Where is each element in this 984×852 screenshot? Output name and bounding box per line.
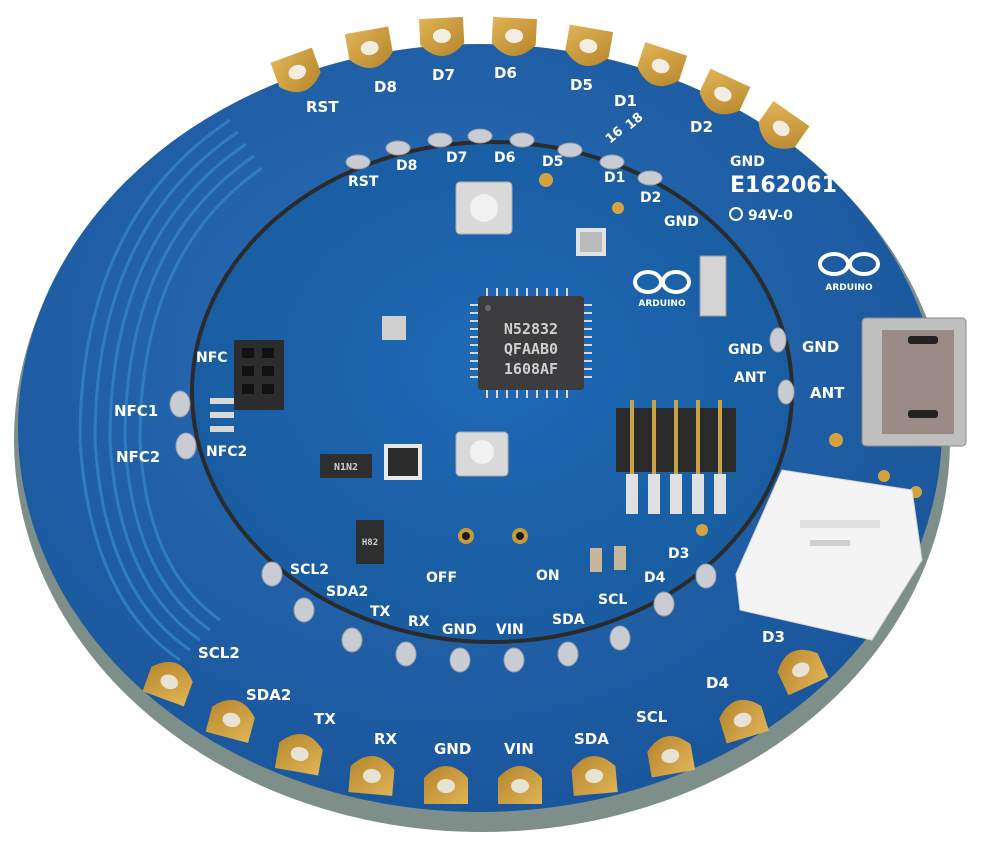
inner-label-ant: ANT xyxy=(734,370,767,386)
label-d5: D5 xyxy=(570,76,593,94)
inner-label-nfc2: NFC2 xyxy=(206,444,247,460)
transistor-marking: N1N2 xyxy=(334,462,358,473)
label-sda: SDA xyxy=(574,730,609,748)
label-d3: D3 xyxy=(762,628,785,646)
label-d7: D7 xyxy=(432,66,455,84)
label-d2: D2 xyxy=(690,118,713,136)
solder-joints xyxy=(169,128,795,673)
cert-code: E162061 xyxy=(730,173,837,198)
ul-mark-icon xyxy=(729,207,743,221)
small-chip: H82 xyxy=(356,520,384,564)
outer-left-labels: NFC1 NFC2 xyxy=(114,402,160,466)
label-sda2: SDA2 xyxy=(246,686,291,704)
chip-line-1: N52832 xyxy=(504,320,558,338)
label-ant-right: ANT xyxy=(810,384,845,402)
small-chip-marking: H82 xyxy=(362,538,378,548)
inner-left-labels: NFC NFC2 xyxy=(196,350,247,460)
label-tx: TX xyxy=(314,710,336,728)
arduino-logo-outer: ARDUINO xyxy=(818,252,880,293)
label-d6: D6 xyxy=(494,64,517,82)
side-component xyxy=(699,255,727,317)
inner-label-gnd: GND xyxy=(664,214,699,230)
main-mcu-chip: N52832 QFAAB0 1608AF xyxy=(470,288,592,398)
micro-usb-port xyxy=(861,317,967,447)
inner-label-off: OFF xyxy=(426,570,457,586)
inner-label-d8: D8 xyxy=(396,158,417,174)
inner-label-d5: D5 xyxy=(542,154,563,170)
label-scl: SCL xyxy=(636,708,668,726)
center-reset-button xyxy=(455,431,509,477)
inner-label-d2: D2 xyxy=(640,190,661,206)
nfc-antenna-traces xyxy=(78,118,263,662)
inner-label-d1: D1 xyxy=(604,170,625,186)
arduino-logo-text: ARDUINO xyxy=(825,283,873,293)
inner-label-vin: VIN xyxy=(496,622,524,638)
battery-connector xyxy=(735,469,923,641)
inner-label-scl: SCL xyxy=(598,592,627,608)
inner-label-on: ON xyxy=(536,568,560,584)
inner-label-sda: SDA xyxy=(552,612,585,628)
chip-line-2: QFAAB0 xyxy=(504,340,558,358)
diode xyxy=(384,444,422,480)
label-nfc1: NFC1 xyxy=(114,402,158,420)
inner-bottom-labels: SCL2 SDA2 TX RX GND VIN SDA SCL D4 D3 OF… xyxy=(290,546,689,638)
inner-top-labels: RST D8 D7 D6 D5 D1 D2 GND xyxy=(348,150,699,230)
pin-header xyxy=(616,400,736,514)
label-rst: RST xyxy=(306,98,339,116)
inner-label-gnd-bottom: GND xyxy=(442,622,477,638)
inner-label-d3: D3 xyxy=(668,546,689,562)
inner-label-d6: D6 xyxy=(494,150,515,166)
chip-line-3: 1608AF xyxy=(504,360,558,378)
label-gnd-bottom: GND xyxy=(434,740,471,758)
label-gnd-right: GND xyxy=(802,338,839,356)
inner-label-rx: RX xyxy=(408,614,430,630)
crystal-oscillator xyxy=(576,228,606,256)
inner-label-d4: D4 xyxy=(644,570,666,586)
arduino-logo-inner: ARDUINO xyxy=(633,270,691,309)
inner-label-sda2: SDA2 xyxy=(326,584,368,600)
inner-label-rst: RST xyxy=(348,174,379,190)
inner-label-tx: TX xyxy=(370,604,391,620)
label-d1: D1 xyxy=(614,92,637,110)
nfc-header-connector xyxy=(210,340,284,432)
inner-label-nfc: NFC xyxy=(196,350,228,366)
test-points xyxy=(539,173,922,536)
label-vin: VIN xyxy=(504,740,534,758)
inner-label-gnd-right: GND xyxy=(728,342,763,358)
cert-rating: 94V-0 xyxy=(748,208,793,224)
outer-bottom-labels: SCL2 SDA2 TX RX GND VIN SDA SCL D4 D3 xyxy=(198,628,785,758)
capacitors xyxy=(590,546,626,572)
arduino-logo-inner-text: ARDUINO xyxy=(638,299,686,309)
label-scl2: SCL2 xyxy=(198,644,240,662)
switch-holes xyxy=(458,528,528,544)
inner-label-scl2: SCL2 xyxy=(290,562,329,578)
top-pads xyxy=(270,16,810,149)
inner-label-d7: D7 xyxy=(446,150,467,166)
label-rx: RX xyxy=(374,730,398,748)
label-gnd-top: GND xyxy=(730,154,765,170)
label-d8: D8 xyxy=(374,78,397,96)
inner-right-labels: GND ANT xyxy=(728,342,767,386)
label-nfc2: NFC2 xyxy=(116,448,160,466)
label-d4: D4 xyxy=(706,674,729,692)
small-crystal xyxy=(382,316,406,340)
top-button xyxy=(455,181,513,235)
outer-right-labels: GND ANT xyxy=(802,338,845,402)
bottom-pads xyxy=(142,649,829,804)
transistor: N1N2 xyxy=(320,454,372,478)
